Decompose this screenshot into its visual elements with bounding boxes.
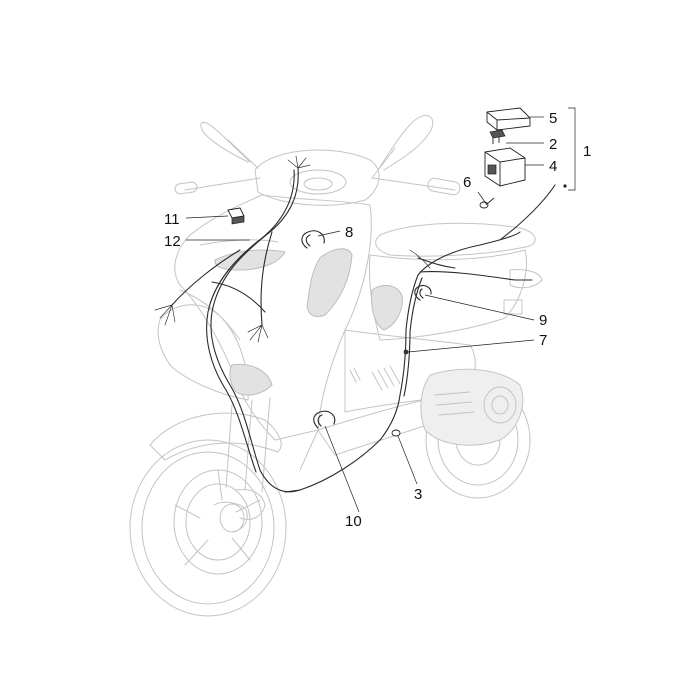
callout-10: 10 <box>345 513 362 530</box>
tail-light <box>509 269 543 289</box>
fairing-vent <box>306 248 353 317</box>
engine <box>420 368 524 446</box>
callout-labels: 1 2 3 4 5 6 7 8 9 10 11 12 <box>164 110 591 530</box>
callout-7: 7 <box>539 332 547 349</box>
part-3-cable-tie <box>391 429 401 437</box>
callout-8: 8 <box>345 224 353 241</box>
part-4-fuse-box <box>484 147 526 187</box>
part-10-cable-clamp <box>313 410 336 429</box>
callout-11: 11 <box>164 211 180 228</box>
front-fairing <box>174 194 372 441</box>
part-9-cable-clamp <box>414 285 432 301</box>
part-11-connector <box>227 207 245 225</box>
headset <box>254 149 380 206</box>
callout-1: 1 <box>583 143 591 160</box>
callout-12: 12 <box>164 233 181 250</box>
part-5-fuse-box-cover <box>486 107 531 131</box>
part-6-screw <box>479 197 495 209</box>
callout-5: 5 <box>549 110 557 127</box>
callout-4: 4 <box>549 158 557 175</box>
seat <box>375 222 536 257</box>
callout-9: 9 <box>539 312 547 329</box>
right-mirror <box>377 115 434 171</box>
callout-3: 3 <box>414 486 422 503</box>
side-vents <box>349 365 401 391</box>
headlight <box>214 249 286 271</box>
part-7-cable-tie <box>403 349 409 355</box>
left-mirror <box>200 121 251 163</box>
front-wheel <box>129 439 287 617</box>
scooter-outline <box>129 115 543 617</box>
callout-2: 2 <box>549 136 557 153</box>
leader-lines <box>185 116 544 513</box>
group-bracket <box>568 107 576 191</box>
part-2-fuse <box>489 129 506 144</box>
front-fender <box>149 412 282 461</box>
part-8-cable-clamp <box>301 230 325 249</box>
callout-6: 6 <box>463 174 471 191</box>
